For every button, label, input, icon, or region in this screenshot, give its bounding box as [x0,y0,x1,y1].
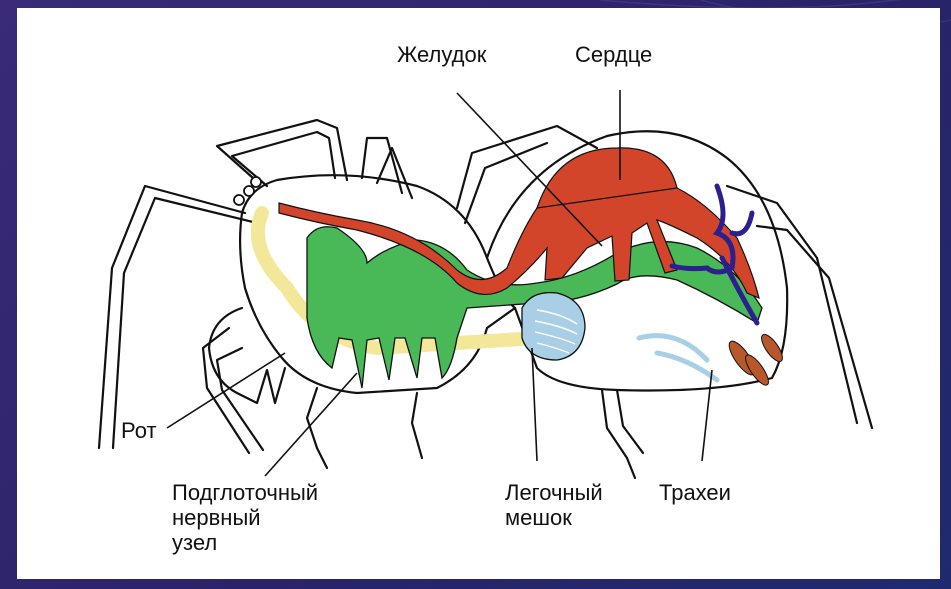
label-lung-book: Легочный мешок [505,480,603,530]
leg-left-2 [217,120,347,180]
label-tracheae: Трахеи [659,480,731,505]
leg-lower-2 [412,393,422,458]
label-mouth: Рот [121,418,157,443]
leg-lower-1 [307,388,327,468]
label-heart: Сердце [575,42,652,67]
label-ganglion: Подглоточный нервный узел [172,480,318,555]
diagram-card: Желудок Сердце Рот Подглоточный нервный … [17,8,940,579]
tracheae [639,336,717,380]
spinnerets [725,331,786,388]
pedipalp [209,308,285,403]
label-stomach: Желудок [397,42,486,67]
spider-anatomy-diagram [17,8,940,579]
leg-top-mid [362,138,402,193]
